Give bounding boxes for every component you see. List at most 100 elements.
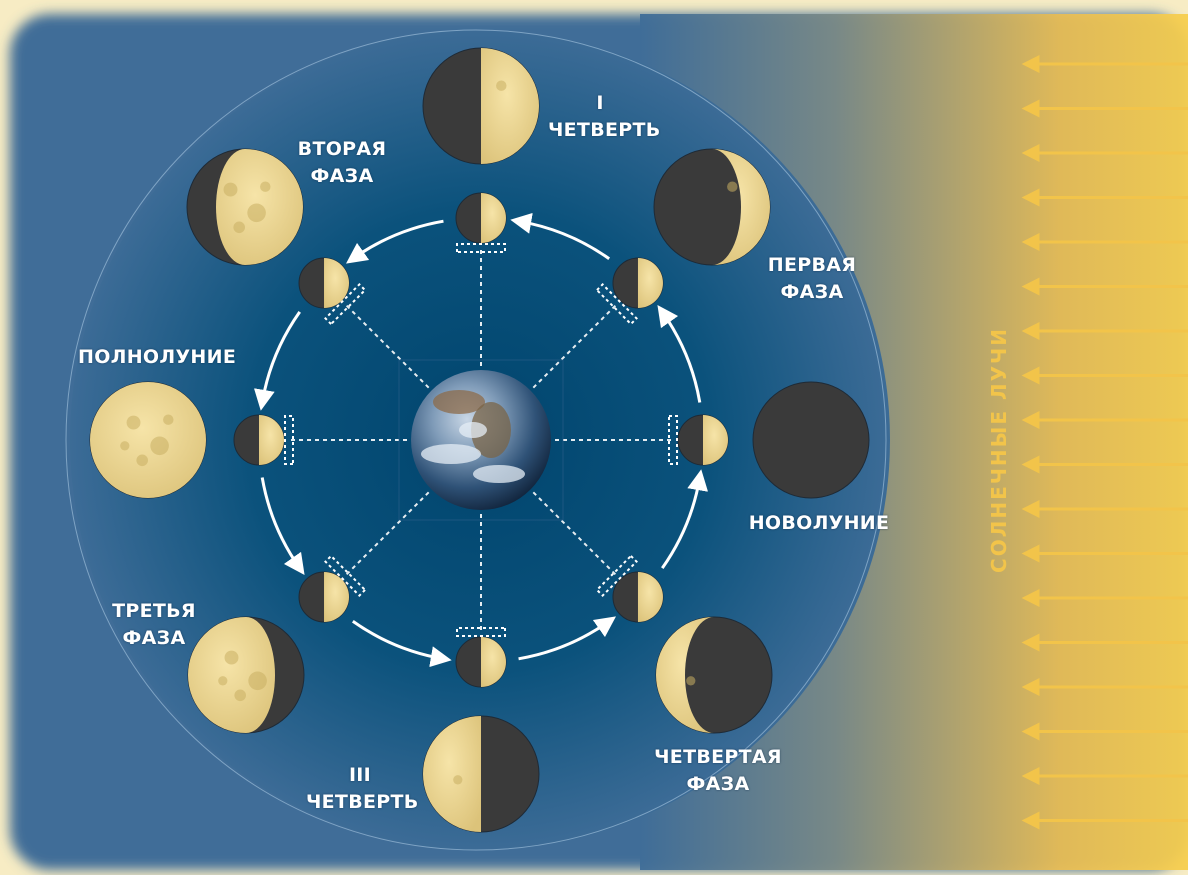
- moon-lit-side: [637, 571, 663, 622]
- orbit-arrow: [657, 304, 702, 403]
- orbit-arrow: [661, 469, 709, 570]
- moon-lit-side: [481, 48, 539, 164]
- moon-lit-side: [259, 415, 284, 465]
- orbit-moon-second-phase: [298, 257, 350, 309]
- orbit-arrow: [518, 616, 617, 661]
- label-third-phase-line1: ТРЕТЬЯ: [112, 600, 196, 622]
- visible-half-bracket: [456, 627, 506, 637]
- moon-orbit: [253, 212, 709, 668]
- visible-half-bracket: [324, 283, 367, 326]
- moon-crater: [453, 775, 463, 785]
- visible-half-bracket: [284, 415, 294, 465]
- earth-surface-patch: [473, 465, 525, 483]
- label-first-phase-line1: ПЕРВАЯ: [767, 254, 857, 276]
- moon-lit-side: [656, 617, 714, 733]
- moon-crater: [120, 441, 130, 451]
- moon-crater: [136, 454, 148, 467]
- guide-line: [344, 491, 430, 577]
- label-third-quarter: III ЧЕТВЕРТЬ: [306, 762, 419, 816]
- moon-crater: [126, 415, 141, 430]
- label-second-phase-line2: ФАЗА: [310, 165, 374, 187]
- guide-line: [344, 303, 430, 389]
- sun-rays: [1021, 55, 1188, 830]
- label-full-moon: ПОЛНОЛУНИЕ: [78, 344, 237, 371]
- earth-surface-patch: [433, 390, 485, 414]
- moon-crater: [260, 181, 271, 192]
- orbit-arrow: [345, 219, 444, 264]
- phase-moon-fourth-phase: [655, 616, 773, 734]
- moon-crater: [496, 80, 507, 91]
- label-first-quarter: I ЧЕТВЕРТЬ: [548, 90, 660, 144]
- visible-half-bracket: [595, 283, 638, 326]
- earth-surface-patch: [421, 444, 481, 464]
- earth-surface-patch: [459, 422, 487, 438]
- orbit-arrow: [253, 310, 301, 411]
- moon-lit-side: [481, 193, 506, 243]
- orbit-moon-new-moon: [677, 414, 729, 466]
- moon-lit-side: [90, 382, 206, 498]
- moon-lit-side: [324, 258, 350, 309]
- phase-moon-first-quarter: [422, 47, 540, 165]
- phase-moon-full-moon: [89, 381, 207, 499]
- label-new-moon-text: НОВОЛУНИЕ: [748, 512, 890, 534]
- sun-rays-label-text: СОЛНЕЧНЫЕ ЛУЧИ: [987, 327, 1011, 573]
- moon-crater: [234, 689, 246, 702]
- label-fourth-phase-line1: ЧЕТВЕРТАЯ: [654, 746, 782, 768]
- label-first-phase: ПЕРВАЯ ФАЗА: [760, 252, 864, 306]
- earth: [398, 359, 564, 521]
- label-third-quarter-numeral: III: [348, 764, 372, 786]
- label-fourth-phase: ЧЕТВЕРТАЯ ФАЗА: [652, 744, 784, 798]
- moon-lit-side: [481, 637, 506, 687]
- phase-moon-new-moon: [752, 381, 870, 499]
- guide-line: [532, 491, 618, 577]
- guide-line: [532, 303, 618, 389]
- label-new-moon: НОВОЛУНИЕ: [748, 510, 890, 537]
- moon-crater: [223, 182, 238, 197]
- phase-moon-third-quarter: [422, 715, 540, 833]
- moon-dark-side: [752, 381, 870, 499]
- label-full-moon-text: ПОЛНОЛУНИЕ: [78, 346, 237, 368]
- moon-crater: [247, 203, 266, 223]
- orbit-moon-first-phase: [612, 257, 664, 309]
- moon-crater: [163, 414, 174, 425]
- orbit-moons: [233, 192, 729, 688]
- moon-crater: [224, 650, 239, 665]
- label-first-phase-line2: ФАЗА: [780, 281, 844, 303]
- label-second-phase-line1: ВТОРАЯ: [297, 138, 387, 160]
- moon-lit-side: [423, 716, 481, 832]
- orbit-moon-third-quarter: [455, 636, 507, 688]
- label-fourth-phase-line2: ФАЗА: [686, 773, 750, 795]
- phase-moon-first-phase: [653, 148, 771, 266]
- label-third-phase: ТРЕТЬЯ ФАЗА: [104, 598, 204, 652]
- orbit-moon-fourth-phase: [612, 571, 664, 623]
- label-first-quarter-numeral: I: [596, 92, 604, 114]
- orbit-moon-third-phase: [298, 571, 350, 623]
- label-second-phase: ВТОРАЯ ФАЗА: [290, 136, 394, 190]
- visible-half-bracket: [668, 415, 678, 465]
- moon-crater: [233, 221, 245, 234]
- label-third-phase-line2: ФАЗА: [122, 627, 186, 649]
- orbit-moon-first-quarter: [455, 192, 507, 244]
- guide-lines: [289, 248, 673, 632]
- outer-circle: [65, 29, 887, 851]
- moon-crater: [248, 671, 267, 691]
- moon-lit-side: [324, 571, 350, 622]
- moon-crater: [727, 181, 738, 192]
- earth-surface-patch: [471, 402, 511, 458]
- phase-moons: [89, 47, 870, 833]
- label-third-quarter-text: ЧЕТВЕРТЬ: [306, 791, 419, 813]
- visible-half-bracket: [456, 243, 506, 253]
- moon-lit-side: [188, 617, 275, 733]
- orbit-arrow: [351, 620, 452, 668]
- earth-frame: [398, 359, 564, 521]
- moon-lit-side: [712, 149, 770, 265]
- visible-half-bracket: [324, 554, 367, 597]
- orbit-arrow: [260, 477, 305, 576]
- phase-moon-third-phase: [187, 616, 305, 734]
- visible-half-bracket: [595, 554, 638, 597]
- moon-crater: [686, 676, 696, 686]
- phase-moon-second-phase: [186, 148, 304, 266]
- moon-crater: [218, 676, 228, 686]
